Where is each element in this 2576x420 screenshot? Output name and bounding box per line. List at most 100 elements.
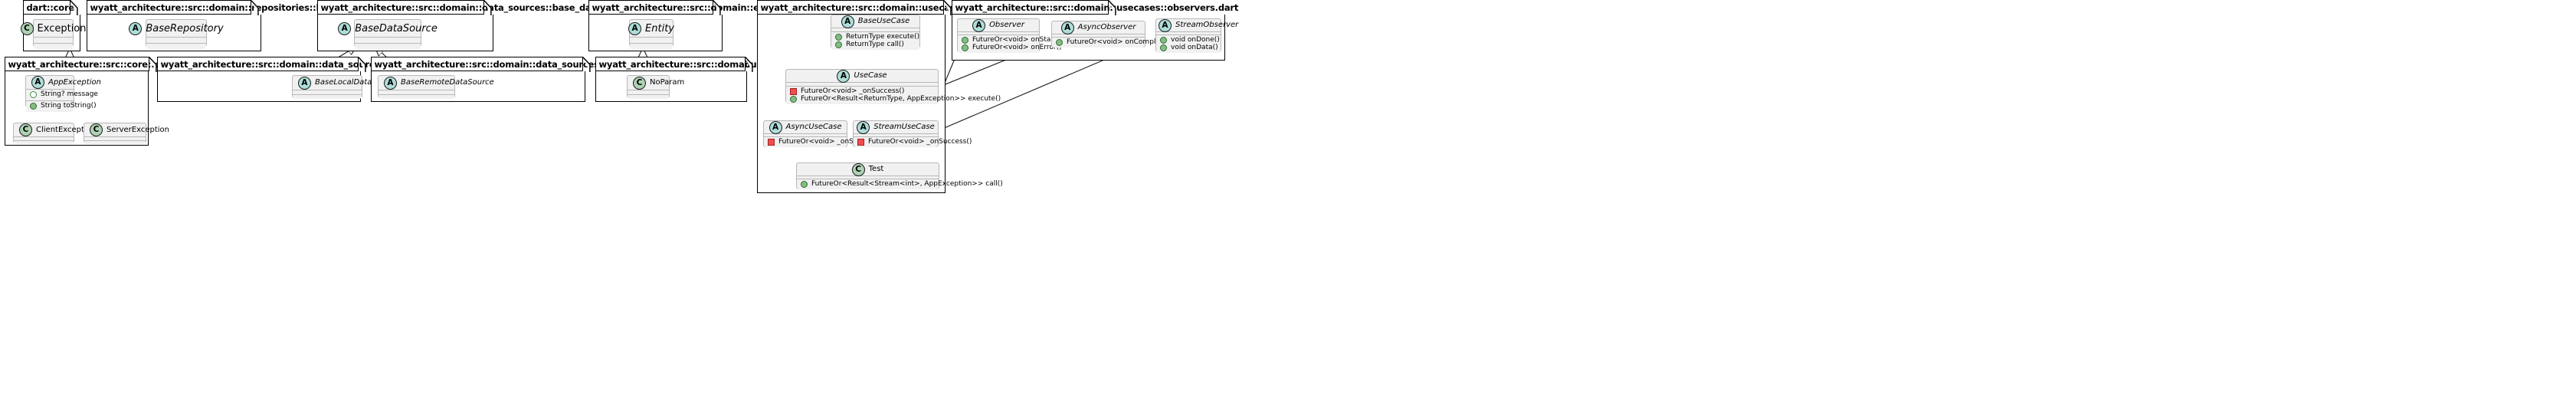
class-ClientException[interactable]: C ClientException [13,123,96,144]
class-ServerException[interactable]: C ServerException [84,123,169,144]
class-AppException[interactable]: A AppException String? message String to… [25,75,101,112]
class-Exception[interactable]: C Exception [20,19,87,49]
class-header: A BaseRemoteDataSource [379,76,494,90]
class-AsyncUseCase[interactable]: A AsyncUseCase FutureOr<void> _onSuccess… [763,120,882,147]
package-label-text: dart::core [26,2,75,13]
fields-section [379,90,454,94]
class-method: void onDone() [1160,36,1220,44]
divider [786,82,938,83]
class-name: AsyncUseCase [785,123,842,131]
class-badge-icon: A [837,69,850,83]
fields-section [1052,34,1145,37]
member-text: FutureOr<void> _onSuccess() [778,138,883,146]
divider [630,43,673,44]
class-header: A BaseDataSource [338,20,438,37]
divider [1156,31,1221,32]
class-BaseDataSource[interactable]: A BaseDataSource [338,19,438,49]
folder-corner-icon [250,0,259,15]
methods-section: void onDone() void onData() [1156,35,1221,53]
methods-section: FutureOr<void> onComplete() [1052,38,1172,48]
divider [14,136,74,137]
folder-corner-icon [582,56,591,72]
class-badge-icon: C [19,123,32,136]
class-name: Exception [37,22,87,34]
divider [854,136,938,137]
methods-section: FutureOr<Result<Stream<int>, AppExceptio… [797,179,1003,189]
class-badge-icon: A [384,76,397,90]
class-header: A AsyncUseCase [764,120,847,134]
divider [293,94,362,95]
class-StreamUseCase[interactable]: A StreamUseCase FutureOr<void> _onSucces… [853,120,972,147]
divider [14,140,74,141]
class-StreamObserver[interactable]: A StreamObserver void onDone() void onDa… [1155,18,1238,53]
methods-section [379,95,454,99]
class-header: A Observer [958,18,1039,32]
class-method: FutureOr<void> onError() [962,44,1062,51]
class-method: void onData() [1160,44,1218,51]
class-header: A BaseRepository [129,20,224,37]
package-dart-core: dart::core C Exception [20,0,87,51]
divider [854,133,938,134]
divider [146,37,206,38]
methods-section [34,44,73,49]
class-badge-icon: C [633,76,646,90]
package-label: wyatt_architecture::src::domain::reposit… [86,0,416,15]
fields-section [786,83,938,86]
folder-corner-icon [942,0,952,15]
class-header: C ServerException [84,123,169,136]
package-label: wyatt_architecture::src::core::exception… [4,56,290,72]
methods-section: ReturnType execute() ReturnType call() [831,32,919,50]
class-BaseRepository[interactable]: A BaseRepository [129,19,224,49]
member-text: FutureOr<void> onComplete() [1067,38,1173,46]
class-name: AsyncObserver [1077,23,1136,31]
package-base-local-data-source: wyatt_architecture::src::domain::data_so… [156,56,557,102]
class-Observer[interactable]: A Observer FutureOr<void> onStart() Futu… [957,18,1062,53]
class-BaseLocalDataSource[interactable]: A BaseLocalDataSource [292,75,398,99]
class-method: FutureOr<void> onComplete() [1056,38,1172,46]
methods-section: String toString() [26,101,97,112]
class-method: ReturnType call() [835,41,916,48]
folder-corner-icon [148,56,157,72]
class-Test[interactable]: C Test FutureOr<Result<Stream<int>, AppE… [796,162,1003,189]
class-header: C ClientException [14,123,96,136]
divider [379,94,454,95]
class-name: ClientException [36,125,97,134]
fields-section [293,90,362,94]
divider [34,43,73,44]
class-badge-icon: A [841,15,854,28]
divider [958,34,1039,35]
package-label: wyatt_architecture::src::domain::data_so… [370,56,795,72]
fields-section [764,134,847,136]
package-no-param: wyatt_architecture::src::domain::usecase… [595,56,882,102]
class-Entity[interactable]: A Entity [628,19,674,49]
visibility-public-icon [962,44,968,51]
class-NoParam[interactable]: C NoParam [627,75,684,99]
folder-corner-icon [357,56,366,72]
class-name: ServerException [107,125,170,134]
member-text: FutureOr<void> onError() [972,44,1062,51]
class-name: Observer [989,21,1024,29]
visibility-public-icon [801,180,808,188]
class-badge-icon: A [628,21,642,35]
fields-section [797,176,939,179]
class-BaseUseCase[interactable]: A BaseUseCase ReturnType execute() Retur… [831,15,920,50]
package-exceptions: wyatt_architecture::src::core::exception… [4,56,290,146]
package-label: wyatt_architecture::src::domain::data_so… [316,0,661,15]
member-text: void onDone() [1171,36,1220,44]
class-name: BaseUseCase [857,17,910,25]
fields-section [355,38,421,43]
class-name: AppException [48,77,101,87]
class-header: A BaseLocalDataSource [293,76,398,90]
visibility-public-icon [962,36,968,44]
class-AsyncObserver[interactable]: A AsyncObserver FutureOr<void> onComplet… [1051,21,1172,48]
methods-section: FutureOr<void> _onSuccess() [764,137,882,147]
class-BaseRemoteDataSource[interactable]: A BaseRemoteDataSource [378,75,494,99]
methods-section [628,95,669,99]
package-label: wyatt_architecture::src::domain::usecase… [756,0,1035,15]
class-UseCase[interactable]: A UseCase FutureOr<void> _onSuccess() Fu… [785,69,1001,104]
class-name: NoParam [650,78,685,87]
visibility-public-icon [835,33,842,41]
folder-corner-icon [744,56,753,72]
visibility-public-icon [1160,44,1167,51]
